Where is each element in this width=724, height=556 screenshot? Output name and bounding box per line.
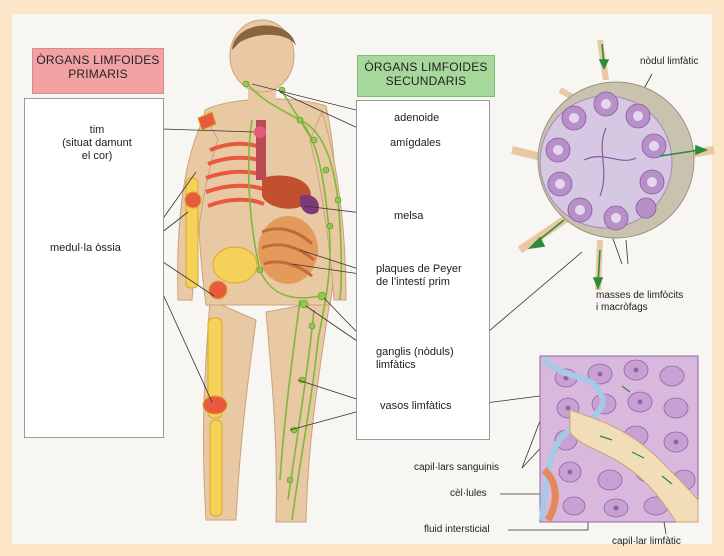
label-nodul: nòdul limfàtic — [640, 56, 698, 68]
secondary-organs-header: ÒRGANS LIMFOIDES SECUNDARIS — [357, 55, 495, 97]
tissue-detail — [540, 356, 698, 522]
label-plaques-line2: de l’intestí prim — [376, 276, 462, 289]
primary-header-line2: PRIMARIS — [33, 67, 163, 81]
label-ganglis-line1: ganglis (nòduls) — [376, 346, 454, 359]
label-capil-limfatic: capil·lar limfàtic — [612, 536, 681, 548]
label-tim-line2: (situat damunt — [58, 137, 136, 150]
label-ganglis: ganglis (nòduls) limfàtics — [376, 346, 454, 372]
primary-header-line1: ÒRGANS LIMFOIDES — [33, 53, 163, 67]
label-plaques-line1: plaques de Peyer — [376, 263, 462, 276]
label-adenoide: adenoide — [394, 112, 439, 125]
label-tim-line1: tim — [58, 124, 136, 137]
label-vasos: vasos limfàtics — [380, 400, 452, 413]
secondary-header-line2: SECUNDARIS — [358, 74, 494, 88]
label-masses: masses de limfòcits i macròfags — [596, 290, 683, 314]
label-tim: tim (situat damunt el cor) — [58, 124, 136, 163]
lymph-node-detail — [512, 40, 714, 290]
label-plaques-peyer: plaques de Peyer de l’intestí prim — [376, 263, 462, 289]
label-amigdales: amígdales — [390, 137, 441, 150]
secondary-header-line1: ÒRGANS LIMFOIDES — [358, 60, 494, 74]
label-masses-line1: masses de limfòcits — [596, 290, 683, 302]
label-capil-sanguinis: capil·lars sanguinis — [414, 462, 499, 474]
label-ganglis-line2: limfàtics — [376, 359, 454, 372]
primary-organs-header: ÒRGANS LIMFOIDES PRIMARIS — [32, 48, 164, 94]
label-tim-line3: el cor) — [58, 150, 136, 163]
label-medula-ossia: medul·la òssia — [50, 242, 121, 255]
label-fluid: fluid intersticial — [424, 524, 490, 536]
label-cel-lules: cèl·lules — [450, 488, 487, 500]
label-melsa: melsa — [394, 210, 423, 223]
label-masses-line2: i macròfags — [596, 302, 683, 314]
